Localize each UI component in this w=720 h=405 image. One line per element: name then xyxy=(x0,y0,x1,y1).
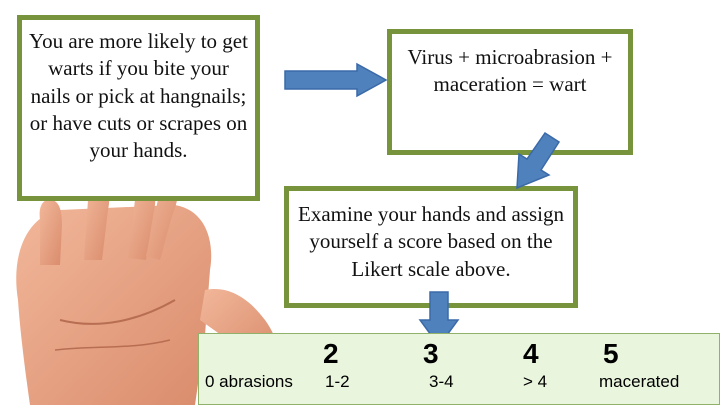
scale-number-2: 2 xyxy=(323,338,339,369)
scale-number-4: 4 xyxy=(523,338,539,369)
scale-label-3-4: 3-4 xyxy=(429,372,454,391)
likert-scale: 2 3 4 5 0 abrasions 1-2 3-4 > 4 macerate… xyxy=(198,333,720,405)
scale-number-3: 3 xyxy=(423,338,439,369)
scale-label-1-2: 1-2 xyxy=(325,372,350,391)
risk-factors-text: You are more likely to get warts if you … xyxy=(29,29,248,163)
wart-equation-box: Virus + microabrasion + maceration = war… xyxy=(387,29,633,155)
scale-label-more-than-4: > 4 xyxy=(523,372,548,391)
scale-number-5: 5 xyxy=(603,338,619,369)
diagonal-down-arrow-icon xyxy=(516,131,561,190)
scale-label-macerated: macerated xyxy=(599,372,680,391)
scale-label-0-abrasions: 0 abrasions xyxy=(205,372,293,391)
right-arrow-icon xyxy=(284,62,388,98)
risk-factors-box: You are more likely to get warts if you … xyxy=(17,15,260,201)
wart-equation-text: Virus + microabrasion + maceration = war… xyxy=(407,45,613,97)
self-assessment-text: Examine your hands and assign yourself a… xyxy=(298,202,564,281)
self-assessment-box: Examine your hands and assign yourself a… xyxy=(284,186,578,308)
